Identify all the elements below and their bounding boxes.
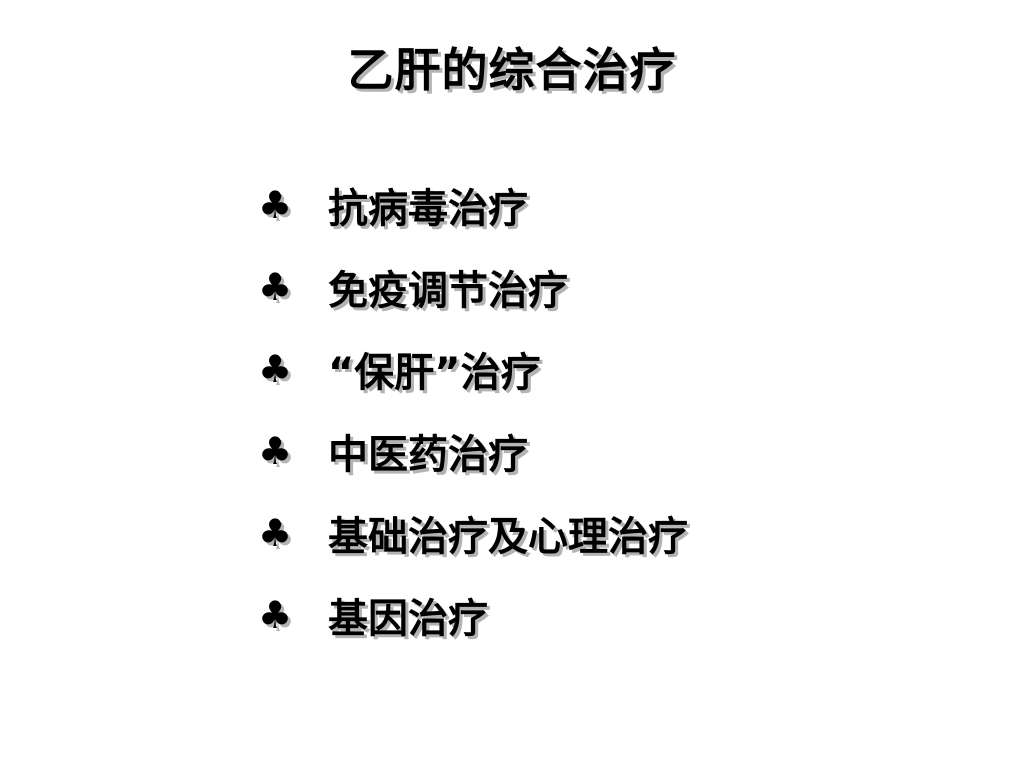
club-suit-icon: ♣ — [258, 429, 293, 473]
list-item: ♣ 基因治疗 — [258, 574, 688, 656]
list-item-label: 基础治疗及心理治疗 — [328, 514, 688, 560]
list-item-label: 免疫调节治疗 — [328, 268, 568, 314]
club-suit-icon: ♣ — [258, 511, 293, 555]
list-item: ♣ 基础治疗及心理治疗 — [258, 492, 688, 574]
list-item-label: “保肝”治疗 — [328, 350, 541, 396]
club-suit-icon: ♣ — [258, 183, 293, 227]
list-item: ♣ 免疫调节治疗 — [258, 246, 688, 328]
treatment-list: ♣ 抗病毒治疗 ♣ 免疫调节治疗 ♣ “保肝”治疗 ♣ 中医药治疗 ♣ 基础治疗… — [258, 164, 688, 656]
club-suit-icon: ♣ — [258, 593, 293, 637]
club-suit-icon: ♣ — [258, 265, 293, 309]
list-item: ♣ “保肝”治疗 — [258, 328, 688, 410]
slide-title: 乙肝的综合治疗 — [347, 43, 677, 97]
list-item: ♣ 抗病毒治疗 — [258, 164, 688, 246]
list-item-label: 抗病毒治疗 — [328, 186, 528, 232]
list-item-label: 基因治疗 — [328, 596, 488, 642]
club-suit-icon: ♣ — [258, 347, 293, 391]
list-item: ♣ 中医药治疗 — [258, 410, 688, 492]
list-item-label: 中医药治疗 — [328, 432, 528, 478]
